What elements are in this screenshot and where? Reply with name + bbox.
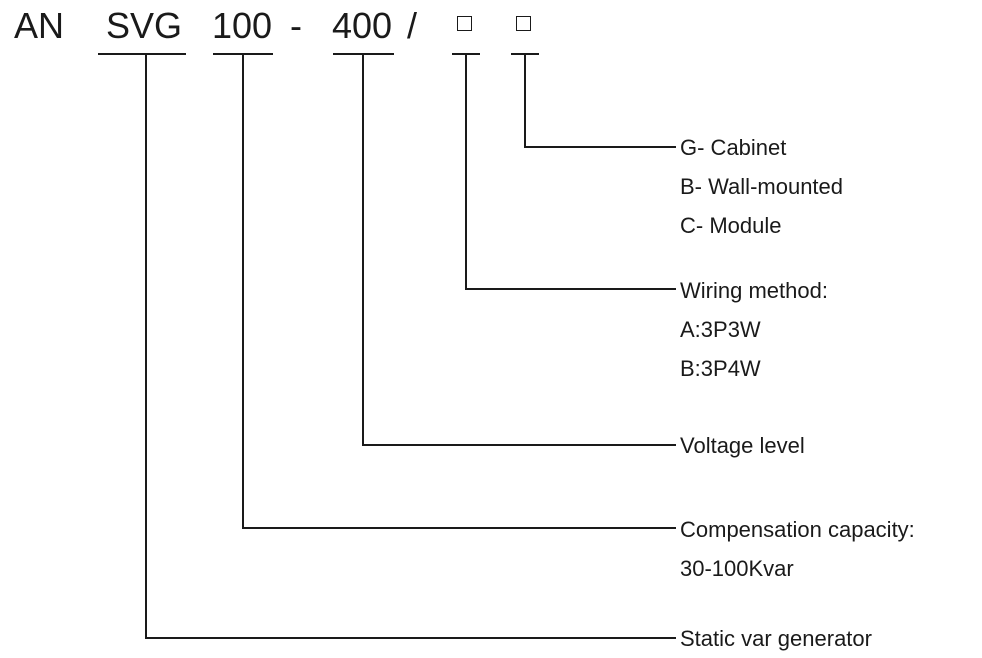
voltage-leader: [362, 54, 676, 446]
code-prefix: AN: [14, 5, 65, 46]
wiring-leader: [465, 54, 676, 290]
wiring-3p3w-label: A:3P3W: [680, 317, 761, 342]
wiring-3p4w-label: B:3P4W: [680, 356, 761, 381]
code-dash: -: [290, 5, 302, 46]
type-wall-mounted-label: B- Wall-mounted: [680, 174, 844, 199]
wiring-legend: Wiring method: A:3P3W B:3P4W: [680, 271, 828, 388]
capacity-leader: [242, 54, 676, 529]
series-legend: Static var generator: [680, 619, 872, 658]
code-voltage: 400: [332, 5, 393, 46]
code-capacity: 100: [212, 5, 273, 46]
static-var-generator-label: Static var generator: [680, 626, 872, 651]
compensation-capacity-label: Compensation capacity:: [680, 517, 915, 542]
code-series: SVG: [106, 5, 183, 46]
voltage-legend: Voltage level: [680, 426, 805, 465]
type-placeholder-box: [516, 16, 531, 31]
wiring-method-label: Wiring method:: [680, 278, 828, 303]
wiring-placeholder-box: [457, 16, 472, 31]
type-cabinet-label: G- Cabinet: [680, 135, 787, 160]
capacity-legend: Compensation capacity: 30-100Kvar: [680, 510, 915, 588]
code-slash: /: [407, 5, 418, 46]
type-legend: G- Cabinet B- Wall-mounted C- Module: [680, 128, 843, 245]
type-module-label: C- Module: [680, 213, 782, 238]
voltage-level-label: Voltage level: [680, 433, 805, 458]
capacity-range-label: 30-100Kvar: [680, 556, 794, 581]
type-leader: [524, 54, 676, 148]
series-leader: [145, 54, 676, 639]
